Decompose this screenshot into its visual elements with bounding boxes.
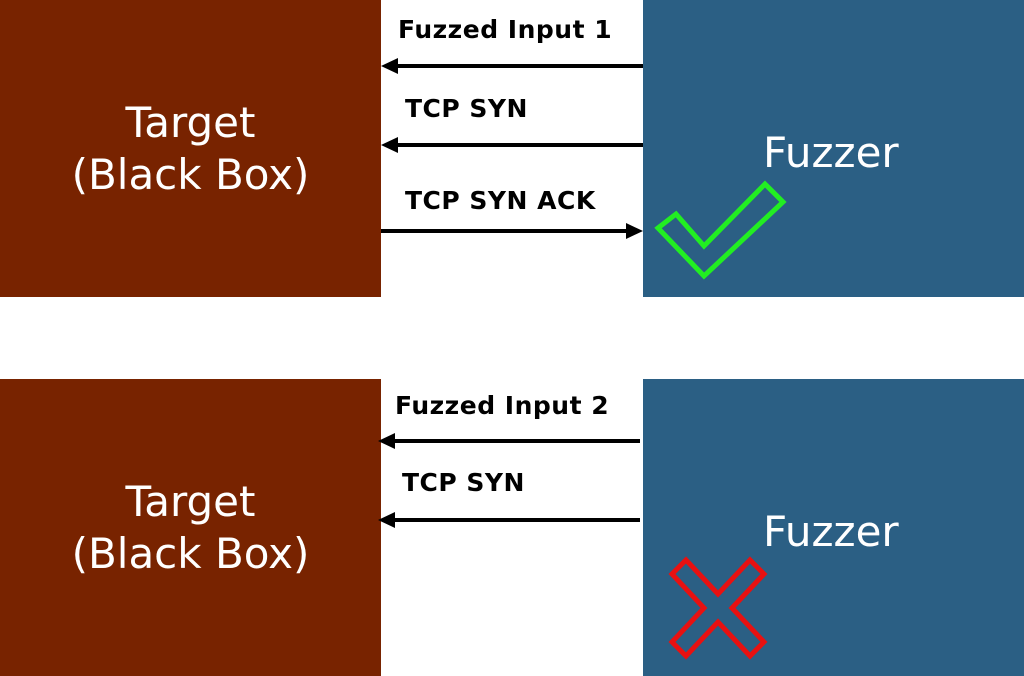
fuzzer-label-1: Fuzzer [763,128,899,177]
arrowhead-fuzzed-input-1 [381,58,398,74]
target-title-2: Target [125,476,256,526]
fuzzer-box-2: Fuzzer [643,379,1024,676]
arrowhead-tcp-syn-1 [381,137,398,153]
message-label-fuzzed-input-1: Fuzzed Input 1 [398,15,613,44]
target-title-1: Target [125,97,256,147]
fuzzer-label-2: Fuzzer [763,507,899,556]
arrowhead-fuzzed-input-2 [378,433,395,449]
arrowhead-tcp-syn-2 [378,512,395,528]
target-box-2: Target (Black Box) [0,379,381,676]
message-label-tcp-syn-1: TCP SYN [405,94,528,123]
checkmark-icon [654,180,787,280]
target-label-1: Target (Black Box) [72,97,310,201]
message-label-tcp-syn-ack-1: TCP SYN ACK [405,186,596,215]
message-label-fuzzed-input-2: Fuzzed Input 2 [395,391,610,420]
target-label-2: Target (Black Box) [72,476,310,580]
cross-icon [668,556,768,660]
target-subtitle-2: (Black Box) [71,528,310,578]
target-box-1: Target (Black Box) [0,0,381,297]
fuzzer-box-1: Fuzzer [643,0,1024,297]
message-label-tcp-syn-2: TCP SYN [402,468,525,497]
target-subtitle-1: (Black Box) [71,149,310,199]
arrowhead-tcp-syn-ack-1 [626,223,643,239]
